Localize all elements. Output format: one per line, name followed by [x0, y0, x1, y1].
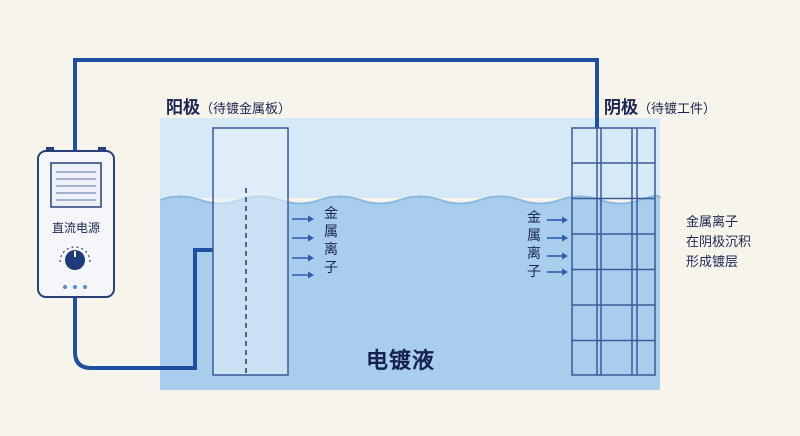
- indicator-light: [63, 285, 67, 289]
- dc-power-supply: [37, 147, 115, 298]
- cathode-subtitle: （待镀工件）: [638, 102, 717, 117]
- ion-char: 子: [527, 264, 541, 280]
- ion-arrow-head: [562, 268, 568, 276]
- ion-char: 属: [527, 228, 541, 244]
- ion-arrow-head: [308, 215, 314, 223]
- ion-char: 离: [324, 242, 338, 258]
- ion-arrows-right: [547, 216, 568, 276]
- ion-arrow-head: [562, 252, 568, 260]
- note-line: 金属离子: [686, 215, 739, 230]
- ion-char: 属: [324, 224, 338, 240]
- ion-arrow-head: [562, 234, 568, 242]
- deposition-note: 金属离子 在阴极沉积 形成镀层: [686, 213, 751, 273]
- ion-arrow-head: [308, 254, 314, 262]
- anode-title-text: 阳极: [166, 98, 200, 118]
- ion-arrow-head: [562, 216, 568, 224]
- wire-top-loop: [73, 58, 599, 157]
- metal-ions-label-left: 金 属 离 子: [323, 205, 339, 277]
- ion-char: 子: [324, 260, 338, 276]
- plating-solution-label: 电镀液: [366, 349, 436, 374]
- ion-char: 离: [527, 246, 541, 262]
- indicator-light: [83, 285, 87, 289]
- ion-arrows-left: [292, 215, 314, 279]
- cathode-label: 阴极（待镀工件）: [604, 93, 716, 118]
- ion-arrow-head: [308, 234, 314, 242]
- note-line: 在阴极沉积: [686, 235, 752, 250]
- power-supply-label: 直流电源: [51, 221, 100, 235]
- cathode-workpiece: [571, 127, 656, 376]
- wire-bottom-anode: [73, 248, 213, 370]
- anode-plate: [212, 127, 289, 376]
- anode-label: 阳极（待镀金属板）: [166, 93, 291, 118]
- indicator-light: [73, 285, 77, 289]
- cathode-frame: [571, 127, 656, 376]
- ion-char: 金: [527, 210, 541, 226]
- ion-arrow-head: [308, 271, 314, 279]
- cathode-title-text: 阴极: [604, 98, 638, 118]
- metal-ions-label-right: 金 属 离 子: [526, 209, 542, 281]
- anode-subtitle: （待镀金属板）: [200, 102, 292, 117]
- ion-char: 金: [324, 206, 338, 222]
- adjust-knob-icon: [65, 250, 85, 270]
- note-line: 形成镀层: [686, 255, 739, 270]
